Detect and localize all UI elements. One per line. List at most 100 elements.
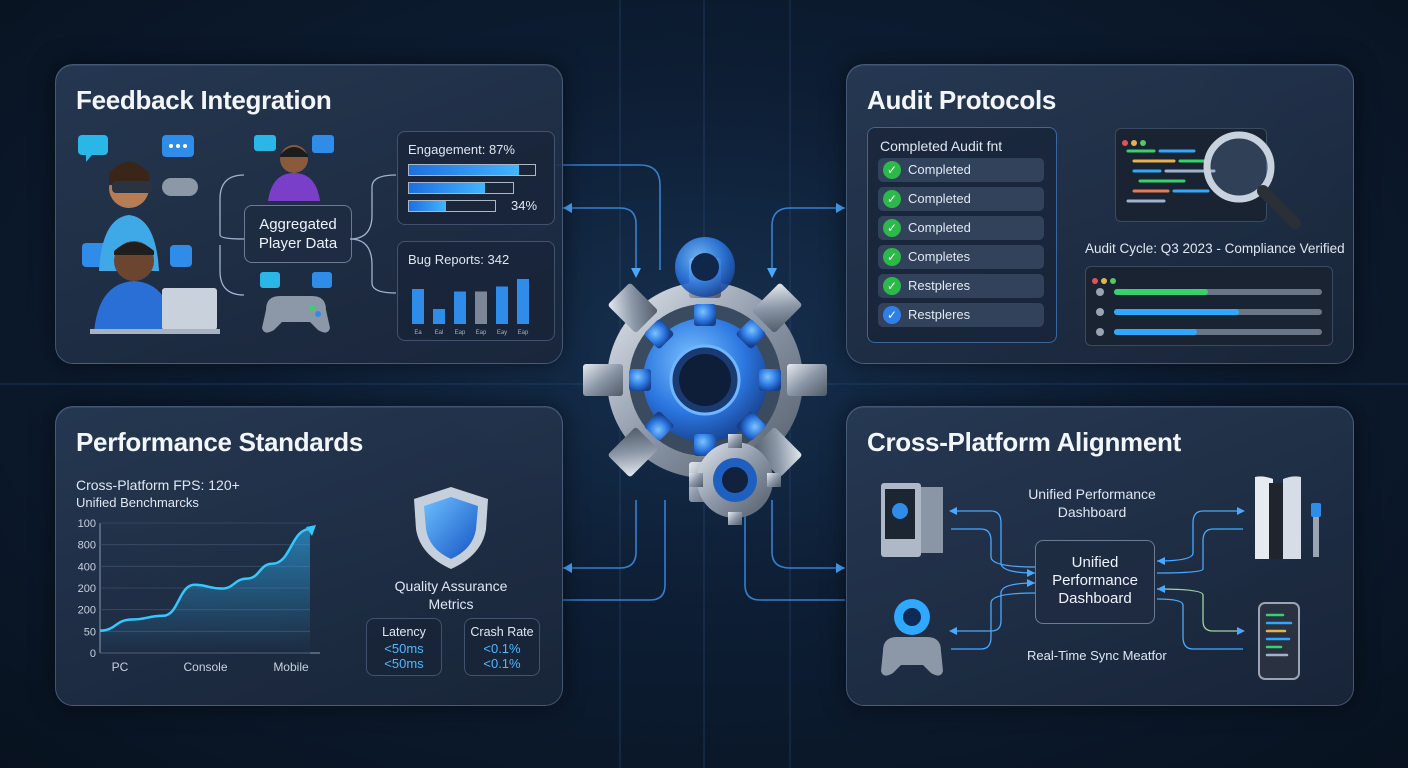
crash-rate-label: Crash Rate xyxy=(470,625,534,639)
bug-bar xyxy=(517,279,529,324)
checklist-title: Completed Audit fnt xyxy=(880,138,1003,154)
performance-standards-panel: Performance Standards Cross-Platform FPS… xyxy=(55,406,563,706)
console-icon xyxy=(1255,476,1321,559)
audit-item-label: Restpleres xyxy=(908,307,971,322)
engagement-bar-fill xyxy=(409,183,485,193)
audit-cycle-label: Audit Cycle: Q3 2023 - Compliance Verifi… xyxy=(1085,241,1345,256)
audit-item: ✓Restpleres xyxy=(878,274,1044,298)
aggregated-player-data-box: Aggregated Player Data xyxy=(244,205,352,263)
y-tick-label: 50 xyxy=(84,626,96,638)
crash-rate-card: Crash Rate <0.1% <0.1% xyxy=(464,618,540,676)
unified-dashboard-box: Unified Performance Dashboard xyxy=(1035,540,1155,624)
bug-bar xyxy=(454,291,466,324)
audit-progress-bar xyxy=(1114,289,1322,295)
phone-icon xyxy=(1258,602,1300,680)
audit-item-label: Completes xyxy=(908,249,971,264)
engagement-bar xyxy=(408,200,496,212)
bug-tick-label: Eap xyxy=(518,330,529,336)
audit-progress-fill xyxy=(1114,309,1239,315)
cross-platform-title: Cross-Platform Alignment xyxy=(867,427,1181,457)
audit-item: ✓Completed xyxy=(878,187,1044,211)
audit-title: Audit Protocols xyxy=(867,85,1057,115)
x-tick-label: Mobile xyxy=(273,660,309,674)
fps-area xyxy=(100,529,310,653)
engagement-bar xyxy=(408,164,536,176)
y-tick-label: 0 xyxy=(90,648,96,660)
engagement-bar xyxy=(408,182,514,194)
audit-item-label: Completed xyxy=(908,162,971,177)
controller-icon xyxy=(881,599,943,676)
latency-value-2: <50ms xyxy=(384,656,424,671)
engagement-bar-fill xyxy=(409,165,519,175)
cross-platform-panel: Cross-Platform Alignment Unified Perform… xyxy=(846,406,1354,706)
check-icon: ✓ xyxy=(883,277,901,295)
audit-progress-bar xyxy=(1114,329,1322,335)
latency-value: <50ms xyxy=(384,641,424,656)
audit-progress-fill xyxy=(1114,329,1198,335)
feedback-title: Feedback Integration xyxy=(76,85,332,115)
y-tick-label: 200 xyxy=(78,583,96,595)
latency-label: Latency xyxy=(382,625,426,639)
platform-connectors xyxy=(949,507,1245,650)
audit-progress-fill xyxy=(1114,289,1208,295)
dashboard-top-label: Unified Performance Dashboard xyxy=(1028,486,1156,520)
crash-rate-value: <0.1% xyxy=(483,641,521,656)
bug-reports-chart: Ea Eal Eap Eap Eay Eap xyxy=(412,279,529,336)
y-tick-label: 400 xyxy=(78,561,96,573)
audit-item-label: Completed xyxy=(908,220,971,235)
check-icon: ✓ xyxy=(883,219,901,237)
window-dots xyxy=(1092,271,1119,289)
bug-tick-label: Eal xyxy=(435,330,444,336)
bug-bar xyxy=(496,286,508,324)
benchmarks-subtitle: Unified Benchmarcks xyxy=(76,495,199,510)
feedback-integration-panel: Feedback Integration xyxy=(55,64,563,364)
gamepad-icon xyxy=(260,272,332,333)
audit-item: ✓ Completed xyxy=(878,216,1044,240)
audit-item-label: Completed xyxy=(908,191,971,206)
engagement-label: Engagement: 87% xyxy=(408,142,515,157)
player-avatar-icon xyxy=(254,135,334,201)
bug-tick-label: Eap xyxy=(455,330,466,336)
check-icon: ✓ xyxy=(883,306,901,324)
progress-dot xyxy=(1096,328,1104,336)
player-avatars xyxy=(78,135,220,334)
hub-label: Aggregated Player Data xyxy=(258,216,338,252)
crash-rate-value-2: <0.1% xyxy=(483,656,521,671)
audit-item: ✓ Completes xyxy=(878,245,1044,269)
trend-arrow-icon xyxy=(306,525,316,536)
magnifier-icon xyxy=(1203,131,1301,229)
progress-window xyxy=(1085,266,1333,346)
audit-item: ✓ Restpleres xyxy=(878,303,1044,327)
fps-series-line xyxy=(99,527,311,632)
audit-protocols-panel: Audit Protocols Completed Audit fnt ✓Com… xyxy=(846,64,1354,364)
progress-dot xyxy=(1096,308,1104,316)
progress-dot xyxy=(1096,288,1104,296)
bug-bar xyxy=(433,309,445,324)
bug-tick-label: Ea xyxy=(414,330,422,336)
y-tick-label: 200 xyxy=(78,605,96,617)
shield-icon xyxy=(414,487,488,569)
audit-checklist: Completed Audit fnt ✓ Completed ✓ Completed… xyxy=(867,127,1057,343)
hub-connectors xyxy=(219,174,396,296)
pc-tower-icon xyxy=(881,483,943,557)
engagement-bar-fill xyxy=(409,201,446,211)
x-tick-label: Console xyxy=(183,660,227,674)
bug-bar xyxy=(475,291,487,324)
check-icon: ✓ xyxy=(883,248,901,266)
bug-tick-label: Eap xyxy=(476,330,487,336)
fps-label: Cross-Platform FPS: 120+ xyxy=(76,477,240,493)
latency-card: Latency <50ms <50ms xyxy=(366,618,442,676)
x-tick-label: PC xyxy=(112,660,129,674)
engagement-card: Engagement: 87% 34% xyxy=(397,131,555,225)
bug-tick-label: Eay xyxy=(497,330,507,336)
qa-metrics-label: Quality Assurance Metrics xyxy=(394,578,508,612)
sync-monitor-label: Real-Time Sync Meatfor xyxy=(1027,648,1167,663)
bug-bar xyxy=(412,289,424,324)
y-tick-label: 800 xyxy=(78,540,96,552)
window-dots xyxy=(1122,133,1149,151)
engagement-third-value: 34% xyxy=(511,198,538,213)
audit-progress-bar xyxy=(1114,309,1322,315)
check-icon: ✓ xyxy=(883,161,901,179)
performance-title: Performance Standards xyxy=(76,427,364,457)
